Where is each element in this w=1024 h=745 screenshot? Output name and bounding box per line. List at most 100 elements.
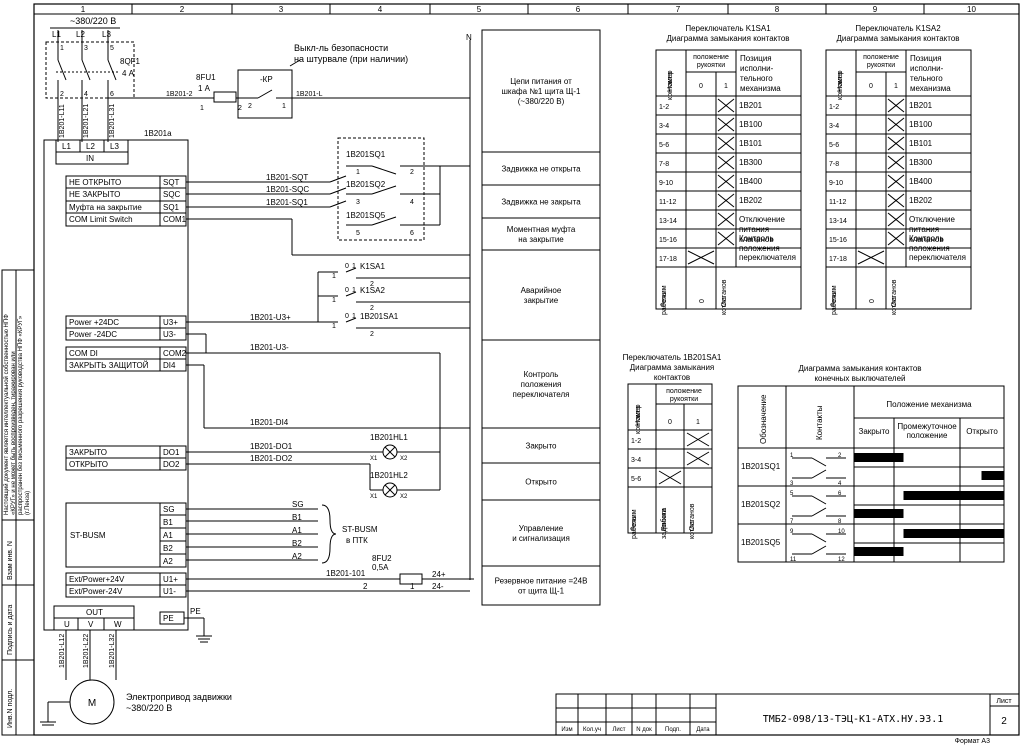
ext-label: Ext/Power+24V: [69, 575, 125, 584]
table-cell: 3-4: [829, 123, 839, 130]
sa-pin: 2: [370, 281, 374, 288]
selector-name: K1SA1: [360, 262, 385, 271]
table-title: Переключатель K1SA1: [685, 24, 771, 33]
lamp-pin: X1: [370, 494, 378, 500]
table-header: Позиция: [910, 54, 942, 63]
power-pin: U3+: [163, 318, 178, 327]
table-footer: Останов: [721, 279, 728, 307]
table-header: контакта: [635, 406, 642, 434]
contact-pin: 6: [838, 491, 842, 497]
power-label: Power +24DC: [69, 318, 119, 327]
bus-wire-label: A2: [292, 552, 302, 561]
bus-pin: A2: [163, 557, 173, 566]
table-header: 1: [894, 83, 898, 90]
function-label: на закрытие: [518, 235, 564, 244]
table-header: рукоятки: [697, 62, 725, 69]
contact-pin: 6: [410, 230, 414, 237]
kp-note: Выкл-ль безопасности: [294, 43, 388, 53]
bus-pin: A1: [163, 531, 173, 540]
table-frame: [627, 383, 713, 534]
table-header: положение: [693, 54, 729, 61]
table-cell: 1B100: [739, 120, 763, 129]
sa-pin: 0: [345, 313, 349, 320]
do-pin: DO2: [163, 460, 180, 469]
table-header: контакта: [667, 72, 674, 100]
table-title: Диаграмма замыкания контактов: [836, 34, 959, 43]
function-label: закрытие: [524, 296, 559, 305]
table-cell: 7-8: [659, 161, 669, 168]
grid-column-number: 4: [378, 5, 383, 14]
table-cell: питания: [739, 225, 769, 234]
signal-label: НЕ ЗАКРЫТО: [69, 190, 120, 199]
sheet-label: Лист: [996, 698, 1012, 705]
ext-pin: U1+: [163, 575, 178, 584]
signal-pin: SQC: [163, 190, 181, 199]
sa-pin: 1: [352, 263, 356, 270]
wire-label: 1B201-L: [296, 91, 323, 98]
out-pin: U: [64, 620, 70, 629]
breaker-rating: 4 А: [122, 69, 135, 78]
table-title: Переключатель K1SA2: [855, 24, 941, 33]
contact-pin: 8: [838, 519, 842, 525]
lamp-pin: X2: [400, 456, 408, 462]
table-cell: клапанов: [909, 235, 944, 244]
table-cell: 9-10: [829, 180, 843, 187]
table-cell: 11-12: [659, 199, 676, 206]
contact-pin: 3: [356, 199, 360, 206]
function-label: шкафа №1 щита Щ-1: [502, 87, 582, 96]
table-cell: 7-8: [829, 161, 839, 168]
table-cell: 1B202: [739, 196, 763, 205]
format-label: Формат А3: [955, 738, 990, 745]
function-label: положения: [521, 380, 562, 389]
wire-label: 1B201-2: [166, 91, 193, 98]
table-cell: Контроль: [739, 234, 774, 243]
bus-label: ST-BUSM: [70, 531, 106, 540]
contact-pin: 2: [410, 169, 414, 176]
title-block: [555, 693, 1020, 736]
closure-bar: [903, 491, 1004, 500]
table-header: Положение механизма: [886, 400, 972, 409]
table-cell: 1B100: [909, 120, 933, 129]
wire-label: 1B201-L11: [59, 104, 66, 138]
wire-label: 1B201-SQC: [266, 185, 309, 194]
sa-pin: 1: [332, 273, 336, 280]
signal-pin: COM1: [163, 215, 187, 224]
table-frame: [825, 49, 972, 310]
breaker-pin: 3: [84, 45, 88, 52]
wire-label: 1B201-L32: [109, 634, 116, 668]
bus-pin: B1: [163, 518, 173, 527]
bus-wire-label: B2: [292, 539, 302, 548]
table-footer: Режим: [831, 285, 838, 307]
device-input-group: IN: [86, 154, 94, 163]
table-cell: 13-14: [659, 218, 677, 225]
breaker-pin: 4: [84, 91, 88, 98]
table-header: Номер: [837, 70, 844, 92]
table-header: положение: [907, 431, 948, 440]
bus-wire-label: A1: [292, 526, 302, 535]
table-cell: клапанов: [739, 235, 774, 244]
function-label: Задвижка не открыта: [501, 165, 581, 174]
fuse-pin: 1: [200, 105, 204, 112]
fuse-pin: 1: [410, 582, 415, 591]
function-label: Закрыто: [525, 442, 557, 451]
table-title: конечных выключателей: [814, 374, 905, 383]
side-notice: «КРУГ» и не может быть воспроизведен, ти…: [11, 351, 17, 515]
grid-column-number: 3: [279, 5, 284, 14]
breaker-pin: 2: [60, 91, 64, 98]
grid-column-number: 2: [180, 5, 185, 14]
table-cell: 1B201SQ5: [741, 538, 781, 547]
table-footer: задвижки: [661, 508, 668, 539]
table-cell: положения: [909, 244, 950, 253]
grid-column-number: 1: [81, 5, 86, 14]
table-cell: 9-10: [659, 180, 673, 187]
wire-label: 1B201-L12: [59, 634, 66, 668]
sheet-number: 2: [1001, 716, 1007, 727]
side-notice: (г.Пенза): [25, 491, 31, 515]
table-cell: 1B400: [909, 177, 933, 186]
table-footer: работы: [660, 291, 668, 315]
contact-pin: 2: [838, 453, 842, 459]
table-title: Диаграмма замыкания: [630, 363, 715, 372]
kp-note: на штурвале (при наличии): [294, 54, 408, 64]
table-title: Диаграмма замыкания контактов: [666, 34, 789, 43]
function-column: [481, 29, 601, 606]
